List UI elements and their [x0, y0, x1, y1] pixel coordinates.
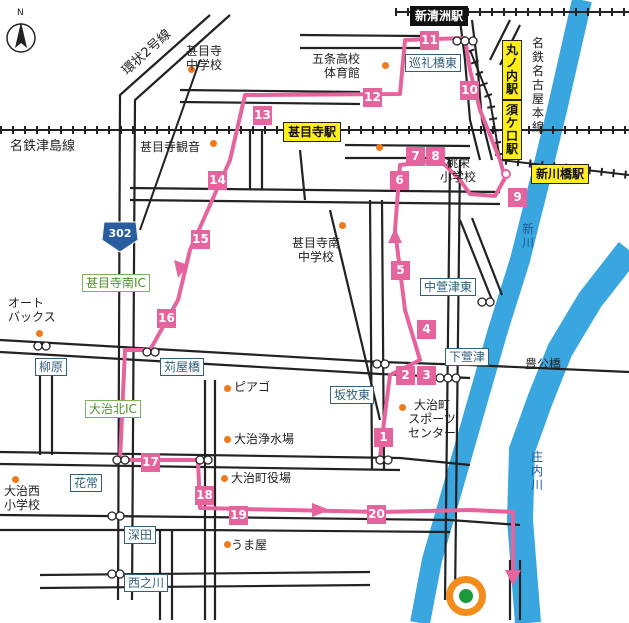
north-label: N	[17, 8, 24, 18]
route-step-15: 15	[191, 230, 210, 249]
route-step-17: 17	[141, 453, 160, 472]
fukata-label: 深田	[124, 526, 157, 544]
route-step-18: 18	[195, 486, 214, 505]
route-arrows	[174, 228, 521, 586]
route-step-8: 8	[426, 147, 445, 166]
yanagihara-label: 柳原	[35, 358, 68, 376]
nishinokawa-label: 西之川	[124, 574, 169, 592]
landmark-dot	[210, 140, 217, 147]
kariyabashi-label: 苅屋橋	[160, 358, 205, 376]
route-step-1: 1	[374, 428, 393, 447]
shinkawa-label: 新川	[521, 222, 534, 250]
oharu-kita-ic-label: 大治北IC	[85, 400, 141, 418]
route-step-9: 9	[508, 188, 527, 207]
marunouchi-station: 丸ノ内駅	[502, 40, 522, 100]
shin-kiyosu-station: 新清洲駅	[410, 6, 469, 26]
landmark-dot	[12, 476, 19, 483]
landmark-dot	[224, 436, 231, 443]
route-step-6: 6	[390, 171, 409, 190]
route-step-13: 13	[253, 106, 272, 125]
shimo-kayazu-label: 下萱津	[445, 348, 490, 366]
tsushima-line-label: 名鉄津島線	[10, 139, 76, 154]
route302-road	[139, 59, 201, 231]
landmark-dot	[188, 66, 195, 73]
gojo-hs-gym-label: 五条高校 体育館	[312, 52, 361, 80]
shonai-river	[506, 242, 629, 623]
route-step-5: 5	[391, 261, 410, 280]
landmark-dot	[224, 385, 231, 392]
route-step-4: 4	[417, 320, 436, 339]
route-step-3: 3	[417, 366, 436, 385]
landmark-dot	[399, 404, 406, 411]
oharu-water-plant-label: 大治浄水場	[234, 432, 295, 446]
keiei-es-label: 桃栄 小学校	[440, 156, 477, 184]
route-step-10: 10	[460, 81, 479, 100]
sukaguchi-station: 須ケ口駅	[502, 100, 522, 160]
route-step-19: 19	[229, 506, 248, 525]
piago-label: ピアゴ	[234, 380, 271, 394]
landmark-dot	[376, 144, 383, 151]
oharu-sports-center-label: 大治町 スポーツ センター	[408, 398, 457, 440]
sakamaki-higashi-label: 坂牧東	[330, 386, 375, 404]
autobacs-label: オート バックス	[8, 296, 56, 324]
landmark-dot	[339, 222, 346, 229]
route-step-20: 20	[367, 505, 386, 524]
route302-label: 302	[108, 227, 132, 240]
jimokuji-kannon-label: 甚目寺観音	[140, 140, 201, 154]
toyokobashi-label: 豊公橋	[525, 357, 562, 371]
hanatsune-label: 花常	[70, 474, 103, 492]
naka-kayazu-label: 中萱津東	[420, 278, 477, 296]
oharu-town-hall-label: 大治町役場	[231, 471, 292, 485]
shinkawabashi-station: 新川橋駅	[531, 164, 590, 184]
landmark-dot	[221, 475, 228, 482]
jimokuji-minami-jhs-label: 甚目寺南 中学校	[292, 236, 341, 264]
nagoya-line-label: 名鉄名古屋本線	[531, 36, 544, 134]
shonaigawa-label: 庄内川	[530, 450, 543, 492]
route-step-14: 14	[208, 171, 227, 190]
jimokuji-station: 甚目寺駅	[283, 122, 342, 142]
jimokuji-jhs-label: 甚目寺 中学校	[186, 44, 223, 72]
shinkawa-river	[410, 0, 592, 623]
junrei-higashi-label: 巡礼橋東	[405, 54, 462, 72]
landmark-dot	[224, 541, 231, 548]
landmark-dot	[36, 330, 43, 337]
north-compass-icon	[6, 22, 36, 53]
jimokuji-minami-ic-label: 甚目寺南IC	[82, 274, 150, 292]
landmark-dot	[382, 62, 389, 69]
route-path	[118, 36, 515, 580]
station-marker-icon	[501, 169, 511, 179]
umaya-label: うま屋	[231, 538, 268, 552]
signal-markers	[33, 36, 495, 579]
route302-shield	[101, 221, 139, 253]
road-network	[0, 14, 629, 620]
destination-marker-icon	[446, 576, 486, 616]
route-step-2: 2	[396, 366, 415, 385]
oharu-nishi-es-label: 大治西 小学校	[4, 484, 41, 512]
route-step-11: 11	[420, 31, 439, 50]
route-step-7: 7	[406, 147, 425, 166]
route-step-16: 16	[157, 309, 176, 328]
route-step-12: 12	[363, 88, 382, 107]
